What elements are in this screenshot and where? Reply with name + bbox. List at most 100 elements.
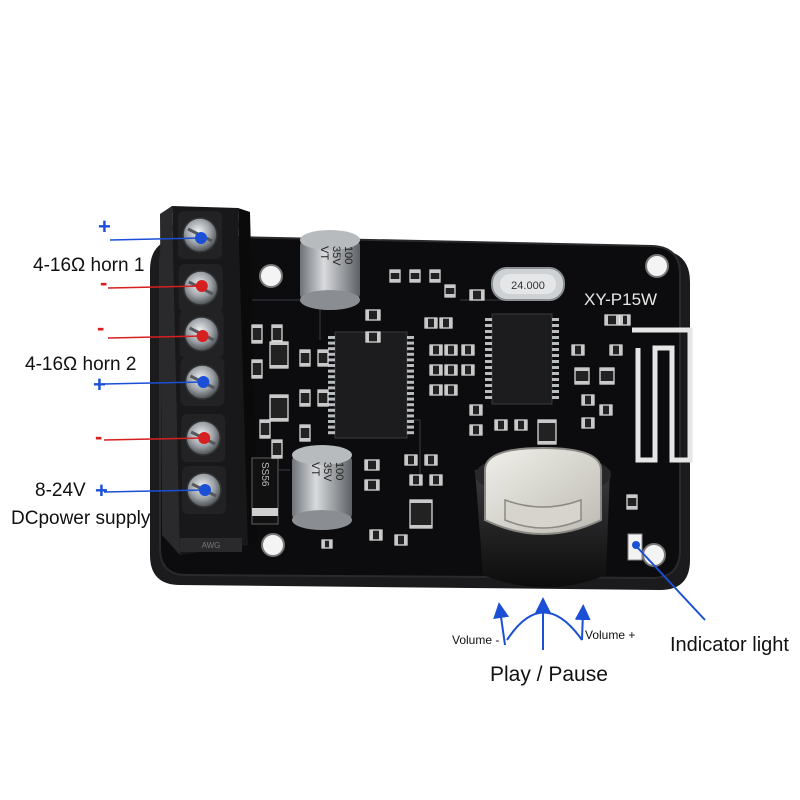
smd-part <box>599 367 615 385</box>
smd-part <box>604 314 620 326</box>
connection-wires <box>103 232 211 496</box>
mount-hole-bottom-right <box>642 543 666 567</box>
smd-part <box>409 474 423 486</box>
smd-part <box>299 389 311 407</box>
capacitor-bottom-voltage: 35V <box>321 462 333 482</box>
smd-part <box>299 424 311 442</box>
smd-part <box>251 324 263 344</box>
horn2-plus-sign: + <box>93 372 106 397</box>
knob-direction-arrows <box>493 597 591 650</box>
smd-part <box>444 344 458 356</box>
smd-part <box>581 417 595 429</box>
amplifier-ic <box>328 331 414 439</box>
smd-part <box>317 389 329 407</box>
capacitor-bottom-brand: VT <box>309 462 321 476</box>
smd-part <box>404 454 418 466</box>
smd-part <box>444 384 458 396</box>
power-voltage-label: 8-24V <box>35 480 86 501</box>
crystal-oscillator: 24.000 <box>491 267 565 301</box>
smd-part <box>461 344 475 356</box>
smd-part <box>626 494 638 510</box>
horn2-minus-sign: - <box>97 315 105 340</box>
horn2-label: 4-16Ω horn 2 <box>25 354 137 375</box>
capacitor-top-value: 100 <box>342 246 354 264</box>
smd-part <box>429 344 443 356</box>
smd-part <box>299 349 311 367</box>
bluetooth-antenna-trace <box>632 327 693 463</box>
smd-part <box>365 331 381 343</box>
smd-part <box>599 404 613 416</box>
bluetooth-ic <box>485 313 559 405</box>
smd-part <box>609 344 623 356</box>
diode: SS56 <box>251 457 279 525</box>
volume-minus-label: Volume - <box>452 633 500 647</box>
wire-power-plus <box>103 484 211 496</box>
smd-part <box>571 344 585 356</box>
smd-part <box>429 269 441 283</box>
smd-part <box>364 459 380 471</box>
wire-horn2-plus <box>103 376 210 388</box>
smd-part <box>321 539 333 549</box>
wire-power-minus <box>103 432 211 444</box>
diode-label: SS56 <box>259 462 270 487</box>
wire-horn2-minus <box>107 330 209 342</box>
smd-part <box>469 289 485 301</box>
smd-part <box>317 349 329 367</box>
wire-horn1-minus <box>107 280 208 292</box>
volume-knob <box>475 446 611 588</box>
horn1-minus-sign: - <box>100 270 108 295</box>
smd-part <box>394 534 408 546</box>
smd-part <box>574 367 590 385</box>
smd-part <box>271 324 283 344</box>
play-pause-label: Play / Pause <box>490 663 608 686</box>
board-model-label: XY-P15W <box>584 290 657 309</box>
smd-part <box>461 364 475 376</box>
indicator-light-label: Indicator light <box>670 634 789 656</box>
smd-part <box>469 424 483 436</box>
smd-part <box>444 364 458 376</box>
capacitor-top: 100 35V VT <box>300 230 360 310</box>
power-description-label: DCpower supply <box>11 508 151 529</box>
smd-part <box>365 309 381 321</box>
smd-part <box>269 341 289 369</box>
smd-part <box>429 384 443 396</box>
power-minus-sign: - <box>95 424 103 449</box>
smd-part <box>429 364 443 376</box>
smd-part <box>369 529 383 541</box>
smd-part <box>269 394 289 422</box>
capacitor-top-voltage: 35V <box>330 246 342 266</box>
crystal-label: 24.000 <box>511 280 545 292</box>
capacitor-bottom-value: 100 <box>333 462 345 480</box>
mount-hole-top-left <box>259 264 283 288</box>
terminal-screws <box>178 211 226 514</box>
smd-part <box>619 314 631 326</box>
mount-hole-bottom-left <box>261 533 285 557</box>
terminal-base <box>180 538 242 552</box>
smd-part <box>409 269 421 283</box>
smd-part <box>259 419 271 439</box>
power-plus-sign: + <box>95 478 108 503</box>
smd-part <box>494 419 508 431</box>
smd-part <box>271 439 283 459</box>
mount-hole-top-right <box>645 254 669 278</box>
terminal-awg-mark: AWG <box>202 541 221 550</box>
capacitor-bottom: 100 35V VT <box>292 445 352 530</box>
smd-part <box>444 284 456 298</box>
smd-part <box>429 474 443 486</box>
smd-part <box>537 419 557 445</box>
smd-part <box>251 359 263 379</box>
smd-part <box>364 479 380 491</box>
smd-part <box>581 394 595 406</box>
indicator-led <box>627 533 643 561</box>
smd-part <box>389 269 401 283</box>
smd-part <box>514 419 528 431</box>
indicator-pointer-line <box>636 546 706 621</box>
horn1-label: 4-16Ω horn 1 <box>33 255 145 276</box>
volume-plus-label: Volume + <box>585 628 636 642</box>
smd-part <box>409 499 433 529</box>
smd-part <box>469 404 483 416</box>
wire-horn1-plus <box>109 232 207 244</box>
horn1-plus-sign: + <box>98 214 111 239</box>
smd-part <box>424 454 438 466</box>
